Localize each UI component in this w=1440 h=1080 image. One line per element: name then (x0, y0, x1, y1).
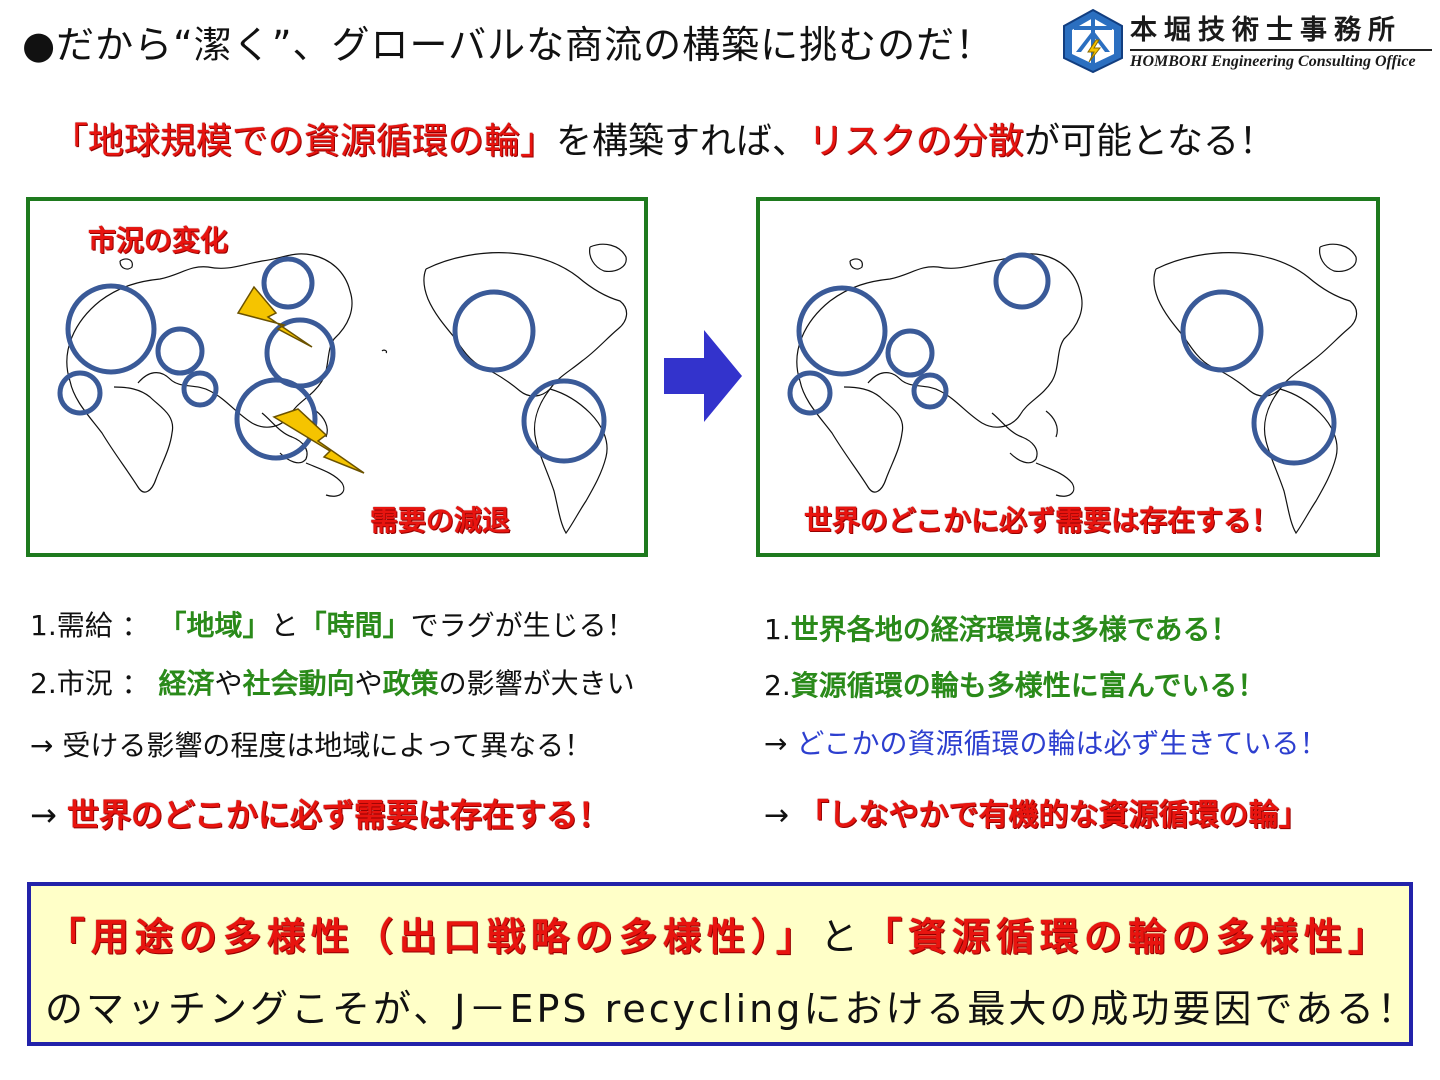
circle-south-america-right (1251, 380, 1337, 466)
left-label-market-change: 市況の変化 (88, 224, 229, 257)
keyword-social-trend: 社会動向 (242, 667, 355, 700)
keyword-time: 「時間」 (298, 609, 411, 642)
list-text: や (214, 667, 243, 700)
left-list-item-4: → 世界のどこかに必ず需要は存在する！ (30, 790, 610, 836)
left-label-demand-decline: 需要の減退 (370, 504, 511, 537)
right-map-panel: 世界のどこかに必ず需要は存在する！ (756, 197, 1380, 557)
supply-circles-right (787, 252, 1337, 466)
conclusion-keyword-2: 「資源循環の輪の多様性」 (864, 915, 1393, 959)
list-text: や (354, 667, 383, 700)
left-list-item-1: 1.需給 ： 「地域」と「時間」でラグが生じる！ (30, 604, 635, 644)
list-emphasis: 世界のどこかに必ず需要は存在する！ (66, 796, 611, 834)
circle-africa (57, 370, 103, 416)
list-text: でラグが生じる！ (410, 609, 635, 642)
right-list-item-3: → どこかの資源循環の輪は必ず生きている！ (764, 722, 1328, 762)
keyword-economy: 経済 (158, 667, 215, 700)
circle-north-america-right (1180, 289, 1264, 373)
transition-arrow-icon (664, 330, 742, 422)
circle-russia (261, 256, 315, 310)
circle-east-asia (264, 317, 336, 389)
circle-africa-right (787, 370, 833, 416)
logo-rule (1130, 49, 1432, 51)
list-number: 1. (30, 609, 57, 642)
supply-circles (57, 256, 607, 464)
right-list-item-1: 1.世界各地の経済環境は多様である！ (764, 608, 1238, 648)
circle-south-america (521, 378, 607, 464)
subtitle-text-2: が可能となる！ (1024, 121, 1275, 162)
list-number: 1. (764, 613, 791, 646)
circle-south-asia-right (911, 372, 949, 410)
arrow-glyph: → (30, 729, 54, 762)
world-map-left (57, 243, 628, 535)
circle-southeast-asia (234, 377, 318, 461)
list-emphasis: 資源循環の輪も多様性に富んでいる！ (790, 669, 1266, 702)
left-list-item-3: → 受ける影響の程度は地域によって異なる！ (30, 724, 592, 764)
circle-europe-right (796, 285, 888, 377)
subtitle: 「地球規模での資源循環の輪」を構築すれば、リスクの分散が可能となる！ (52, 112, 1275, 164)
circle-europe (65, 283, 157, 375)
left-list-item-2: 2.市況 ： 経済や社会動向や政策の影響が大きい (30, 662, 635, 702)
company-logo-icon (1063, 8, 1123, 74)
list-text: の影響が大きい (438, 667, 635, 700)
conclusion-keyword-1: 「用途の多様性（出口戦略の多様性）」 (47, 915, 821, 959)
conclusion-line-2: のマッチングこそが、J－EPS recyclingにおける最大の成功要因である！ (45, 987, 1418, 1031)
lightning-icon-demand (272, 408, 365, 474)
list-number: 2. (30, 667, 57, 700)
circle-russia-right (993, 252, 1051, 310)
list-head: 市況 ： (56, 667, 150, 700)
subtitle-keyword-2: リスクの分散 (808, 121, 1025, 162)
list-text: 受ける影響の程度は地域によって異なる！ (62, 729, 593, 762)
subtitle-text-1: を構築すれば、 (556, 121, 809, 162)
circle-south-asia (181, 370, 219, 408)
list-text: と (270, 609, 299, 642)
lightning-icon-market (236, 285, 313, 348)
list-emphasis: どこかの資源循環の輪は必ず生きている！ (796, 727, 1328, 760)
company-name-jp: 本堀技術士事務所 (1130, 15, 1402, 46)
world-map-right (787, 243, 1358, 535)
circle-middle-east (155, 326, 205, 376)
list-head: 需給 ： (56, 609, 150, 642)
circle-middle-east-right (885, 328, 935, 378)
right-list-item-2: 2.資源循環の輪も多様性に富んでいる！ (764, 664, 1265, 704)
company-name-en: HOMBORI Engineering Consulting Office (1130, 53, 1416, 70)
keyword-region: 「地域」 (158, 609, 271, 642)
conclusion-line-1: 「用途の多様性（出口戦略の多様性）」と「資源循環の輪の多様性」 (47, 906, 1392, 961)
right-label-demand-exists: 世界のどこかに必ず需要は存在する！ (804, 504, 1280, 537)
arrow-glyph: → (764, 798, 790, 833)
page-title: ●だから“潔く”、グローバルな商流の構築に挑むのだ！ (22, 23, 995, 67)
company-logo: 本堀技術士事務所 HOMBORI Engineering Consulting … (1062, 6, 1434, 78)
keyword-policy: 政策 (382, 667, 439, 700)
left-map-panel: 市況の変化 需要の減退 (26, 197, 648, 557)
right-list-item-4: → 「しなやかで有機的な資源循環の輪」 (764, 790, 1309, 834)
circle-north-america (452, 289, 536, 373)
conclusion-box: 「用途の多様性（出口戦略の多様性）」と「資源循環の輪の多様性」 のマッチングこそ… (27, 882, 1415, 1046)
list-emphasis: 世界各地の経済環境は多様である！ (790, 613, 1239, 646)
arrow-glyph: → (764, 727, 788, 760)
arrow-glyph: → (30, 796, 57, 834)
conclusion-text: と (820, 915, 865, 959)
list-number: 2. (764, 669, 791, 702)
subtitle-keyword-1: 「地球規模での資源循環の輪」 (52, 121, 557, 162)
list-emphasis: 「しなやかで有機的な資源循環の輪」 (798, 798, 1309, 833)
